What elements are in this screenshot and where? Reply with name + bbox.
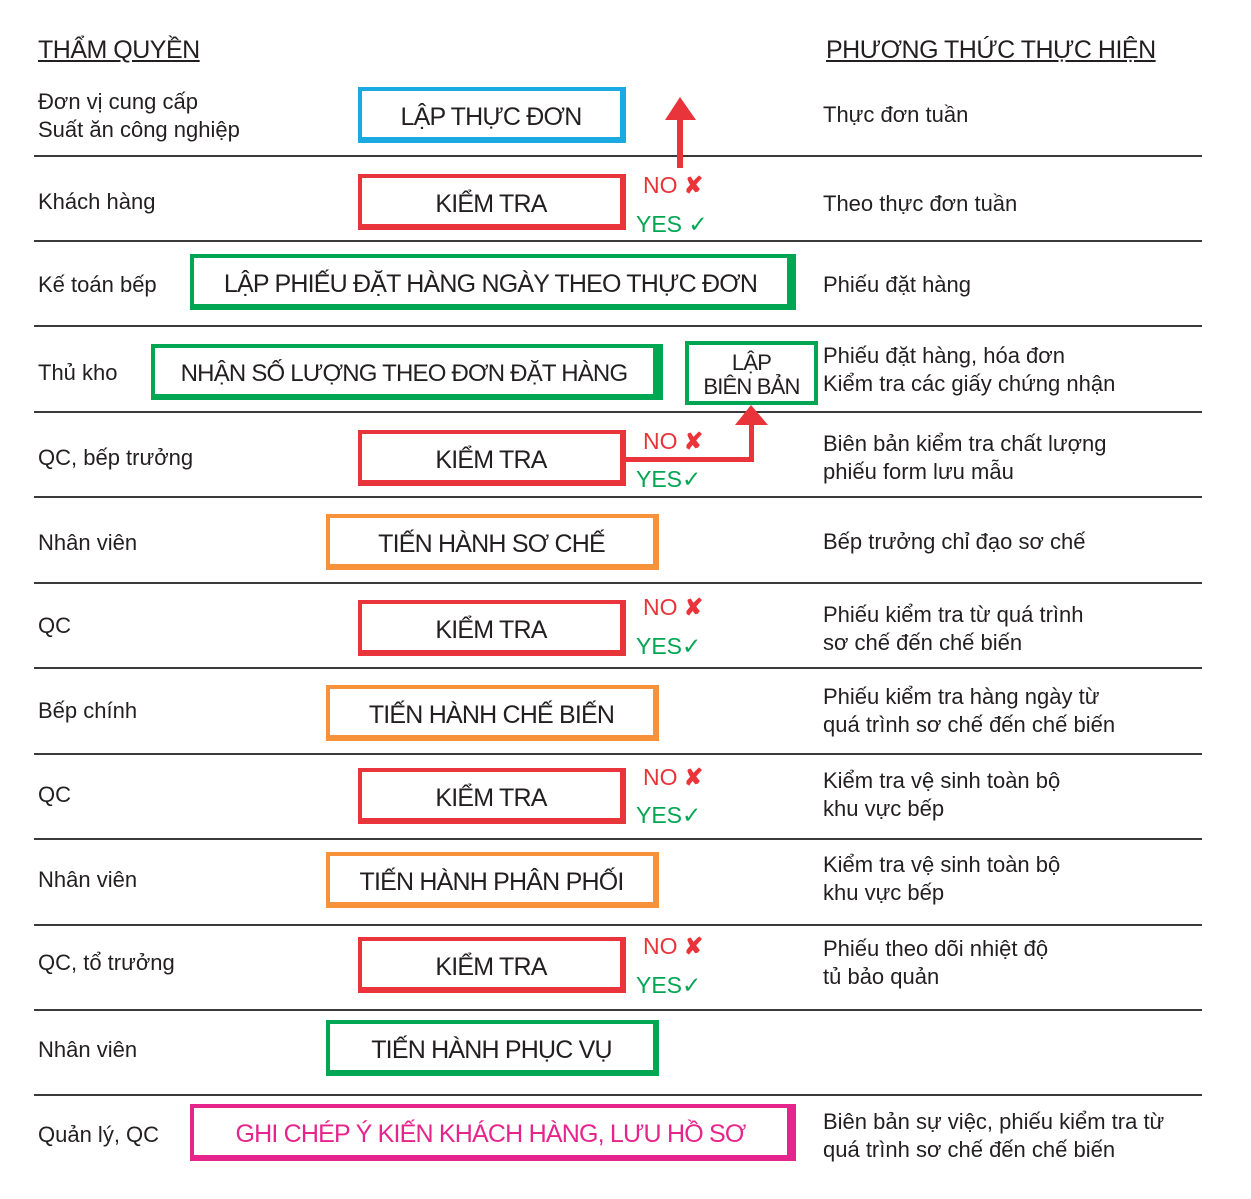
- step-box: TIẾN HÀNH SƠ CHẾ: [326, 514, 659, 570]
- no-label: NO ✘: [643, 933, 704, 959]
- check-box: KIỂM TRA: [358, 600, 626, 656]
- arrow-up-icon: [626, 405, 768, 462]
- no-label: NO ✘: [643, 428, 704, 454]
- yes-label: YES✓: [636, 466, 702, 492]
- row-divider: [34, 1094, 1202, 1096]
- method-text: Theo thực đơn tuần: [823, 191, 1018, 216]
- role-label: Nhân viên: [38, 530, 138, 555]
- cross-icon: ✘: [683, 428, 704, 454]
- step-box: LẬP PHIẾU ĐẶT HÀNG NGÀY THEO THỰC ĐƠN: [190, 254, 796, 310]
- step-box: TIẾN HÀNH CHẾ BIẾN: [326, 685, 659, 741]
- role-label: QC: [38, 782, 71, 807]
- step-box: TIẾN HÀNH PHỤC VỤ: [326, 1020, 659, 1076]
- step-box: LẬP THỰC ĐƠN: [358, 87, 626, 143]
- cross-icon: ✘: [683, 172, 704, 198]
- arrow-up-icon: [665, 97, 696, 168]
- yes-label: YES ✓: [636, 211, 708, 237]
- yes-label: YES✓: [636, 633, 702, 659]
- step-box: TIẾN HÀNH PHÂN PHỐI: [326, 852, 659, 908]
- check-icon: ✓: [688, 211, 708, 237]
- role-label: Bếp chính: [38, 698, 138, 723]
- role-label: Khách hàng: [38, 189, 156, 214]
- cross-icon: ✘: [683, 764, 704, 790]
- row-divider: [34, 582, 1202, 584]
- role-label: Thủ kho: [38, 360, 118, 385]
- step-box: GHI CHÉP Ý KIẾN KHÁCH HÀNG, LƯU HỒ SƠ: [190, 1104, 796, 1161]
- row-divider: [34, 240, 1202, 242]
- step-box: NHẬN SỐ LƯỢNG THEO ĐƠN ĐẶT HÀNG: [151, 344, 663, 400]
- no-label: NO ✘: [643, 172, 704, 198]
- check-box: KIỂM TRA: [358, 174, 626, 230]
- check-icon: ✓: [682, 633, 702, 659]
- role-label: Quản lý, QC: [38, 1122, 160, 1147]
- row-divider: [34, 411, 1202, 413]
- yes-label: YES✓: [636, 802, 702, 828]
- check-icon: ✓: [682, 466, 702, 492]
- no-label: NO ✘: [643, 764, 704, 790]
- check-icon: ✓: [682, 802, 702, 828]
- row-divider: [34, 496, 1202, 498]
- header-method: PHƯƠNG THỨC THỰC HIỆN: [826, 36, 1156, 64]
- role-label: Nhân viên: [38, 1037, 138, 1062]
- role-label: QC: [38, 613, 71, 638]
- check-icon: ✓: [682, 972, 702, 998]
- cross-icon: ✘: [683, 594, 704, 620]
- method-text: Thực đơn tuần: [823, 102, 969, 127]
- row-divider: [34, 1009, 1202, 1011]
- role-label: QC, bếp trưởng: [38, 445, 194, 470]
- header-authority: THẨM QUYỀN: [38, 36, 200, 64]
- row-divider: [34, 155, 1202, 157]
- row-divider: [34, 924, 1202, 926]
- check-box: KIỂM TRA: [358, 430, 626, 486]
- check-box: KIỂM TRA: [358, 937, 626, 993]
- check-box: KIỂM TRA: [358, 768, 626, 824]
- role-label: Kế toán bếp: [38, 272, 157, 297]
- role-label: QC, tổ trưởng: [38, 950, 175, 975]
- row-divider: [34, 838, 1202, 840]
- role-label: Nhân viên: [38, 867, 138, 892]
- row-divider: [34, 667, 1202, 669]
- yes-label: YES✓: [636, 972, 702, 998]
- method-text: Bếp trưởng chỉ đạo sơ chế: [823, 529, 1086, 554]
- row-divider: [34, 753, 1202, 755]
- row-divider: [34, 325, 1202, 327]
- method-text: Phiếu đặt hàng: [823, 272, 972, 297]
- no-label: NO ✘: [643, 594, 704, 620]
- cross-icon: ✘: [683, 933, 704, 959]
